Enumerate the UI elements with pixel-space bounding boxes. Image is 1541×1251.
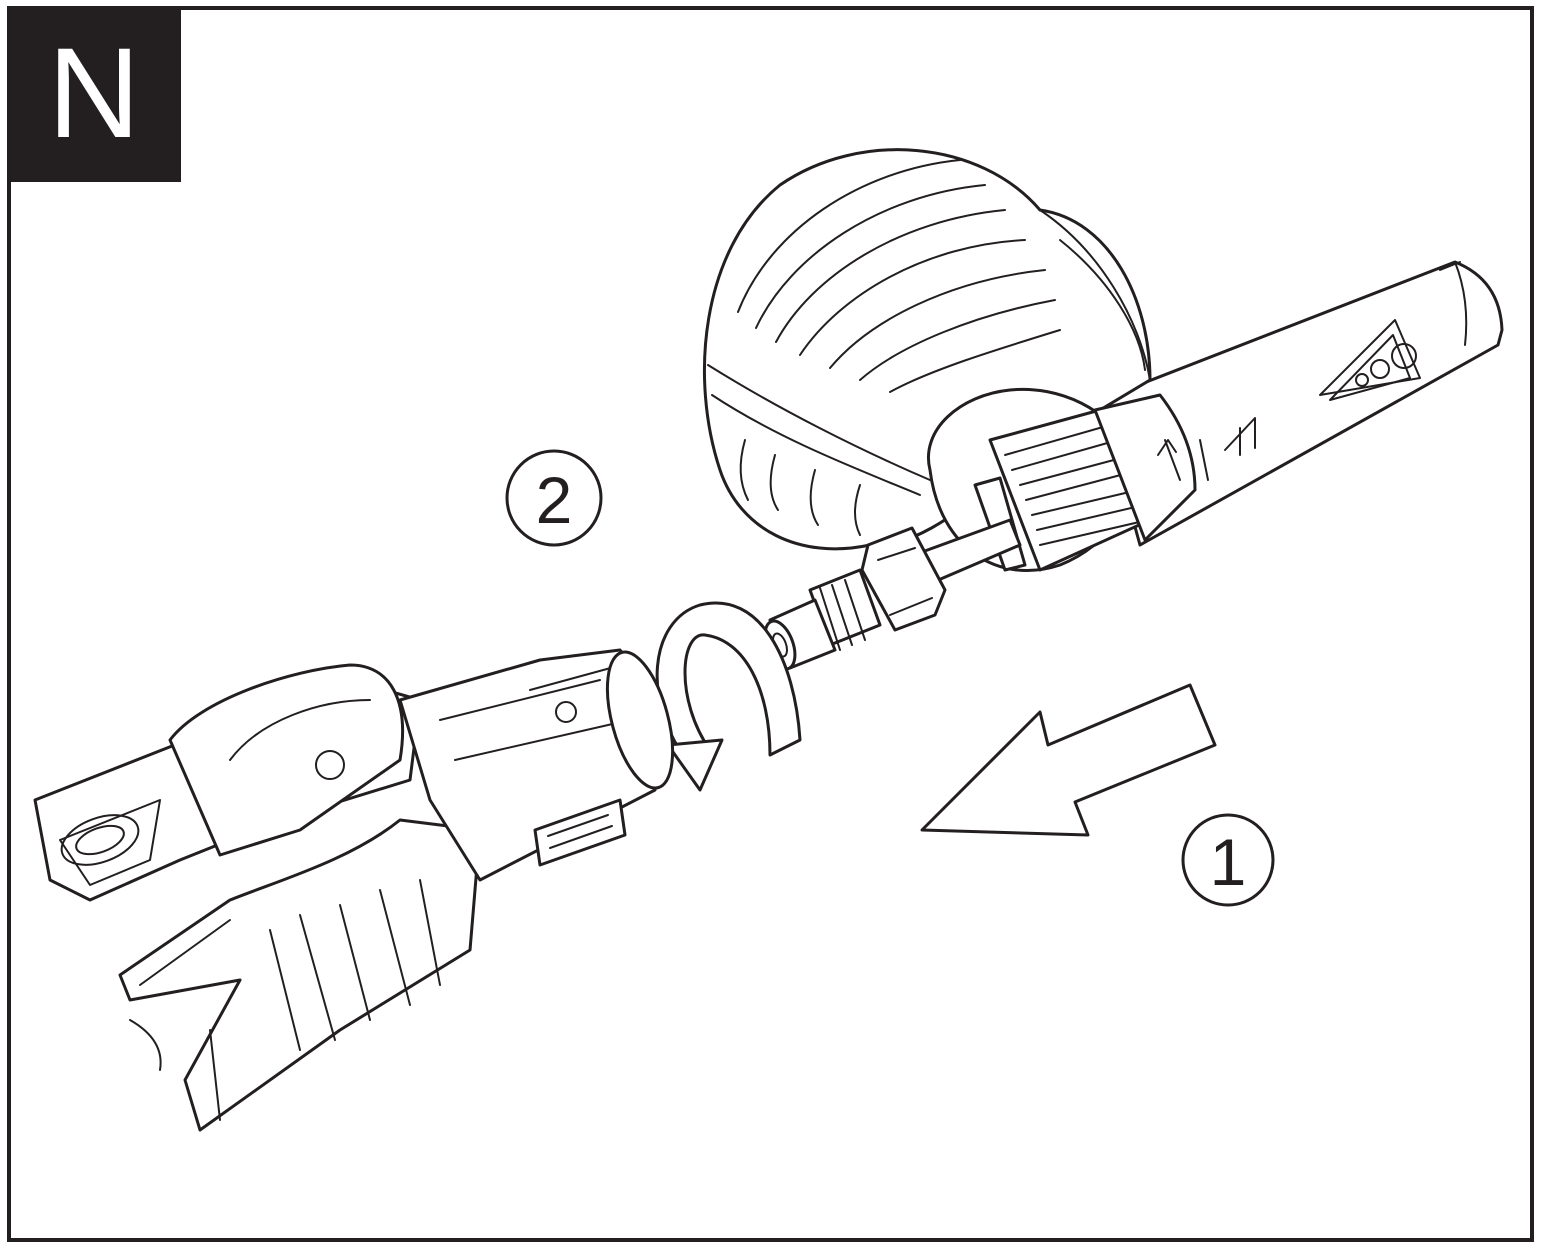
callout-step-1: 1 <box>1181 813 1275 907</box>
twist-direction-arrow <box>655 601 802 792</box>
spray-head-illustration <box>702 148 1504 572</box>
connector-stem-illustration <box>763 518 1022 671</box>
callout-circle <box>505 449 603 547</box>
figure-border <box>7 6 1534 1242</box>
push-direction-arrow <box>920 683 1217 837</box>
callout-number-2: 2 <box>536 463 573 537</box>
callout-step-2: 2 <box>505 449 603 547</box>
spray-wand-illustration <box>33 648 675 1132</box>
callout-number-1: 1 <box>1210 825 1247 899</box>
callout-circle <box>1181 813 1275 907</box>
step-letter-badge: N <box>7 6 181 182</box>
